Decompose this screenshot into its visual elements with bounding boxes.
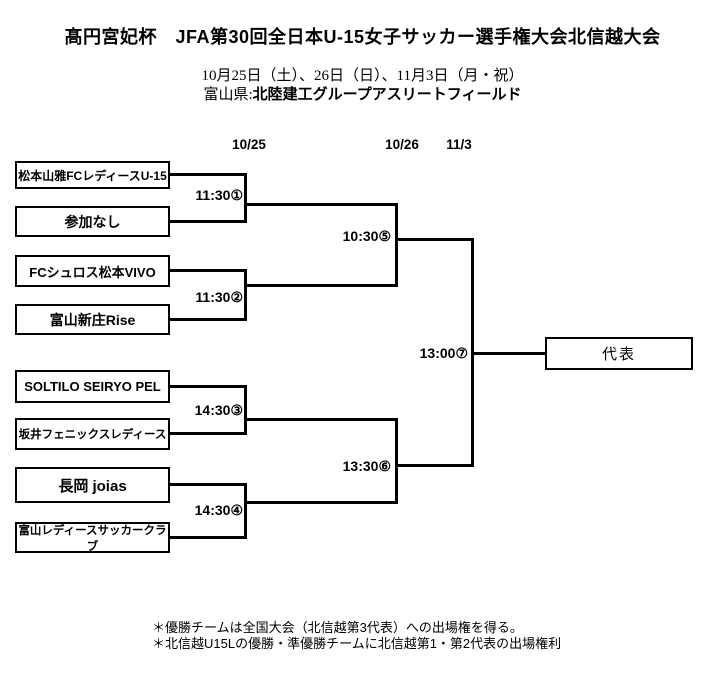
connector-line [170,269,247,272]
connector-line [244,284,398,287]
round-date-11-3: 11/3 [446,137,472,152]
connector-line [170,220,247,223]
connector-line [244,173,247,223]
event-venue: 富山県:北陸建工グループアスリートフィールド [0,83,725,104]
connector-line [170,483,247,486]
connector-line [395,238,474,241]
footnote-1: ＊優勝チームは全国大会（北信越第3代表）への出場権を得る。 [152,620,523,635]
match-label-2: 11:30② [195,289,243,305]
venue-name: 北陸建工グループアスリートフィールド [252,86,522,103]
team-box-toyama-ladies: 富山レディースサッカークラブ [15,522,170,553]
team-box-toyama-shinjo-rise: 富山新庄Rise [15,304,170,335]
connector-line [170,318,247,321]
match-label-1: 11:30① [195,187,243,203]
round-date-10-26: 10/26 [385,137,419,152]
match-label-5: 10:30⑤ [342,228,391,244]
match-label-7: 13:00⑦ [419,345,468,361]
venue-prefecture: 富山県: [203,87,253,103]
footnotes: ＊優勝チームは全国大会（北信越第3代表）への出場権を得る。 ＊北信越U15Lの優… [152,620,561,652]
team-box-nagaoka-joias: 長岡 joias [15,467,170,503]
connector-line [170,432,247,435]
match-label-4: 14:30④ [194,502,243,518]
connector-line [244,483,247,539]
connector-line [244,501,398,504]
connector-line [170,173,247,176]
team-box-matsumoto-yamaga: 松本山雅FCレディースU-15 [15,161,170,189]
page-title: 髙円宮妃杯 JFA第30回全日本U-15女子サッカー選手権大会北信越大会 [64,27,661,47]
team-box-no-entry: 参加なし [15,206,170,237]
connector-line [395,464,474,467]
team-box-fc-schloss-matsumoto: FCシュロス松本VIVO [15,255,170,287]
connector-line [244,418,398,421]
team-box-soltilo-seiryo-pel: SOLTILO SEIRYO PEL [15,370,170,403]
footnote-2: ＊北信越U15Lの優勝・準優勝チームに北信越第1・第2代表の出場権利 [152,636,562,651]
team-box-sakai-phoenix: 坂井フェニックスレディース [15,418,170,450]
match-label-6: 13:30⑥ [342,458,391,474]
connector-line [170,385,247,388]
round-date-10-25: 10/25 [232,137,266,152]
connector-line [395,418,398,504]
connector-line [170,536,247,539]
connector-line [395,203,398,287]
connector-line [244,269,247,321]
connector-line [244,385,247,435]
event-dates: 10月25日（土）、26日（日）、11月3日（月・祝） [201,68,524,84]
connector-line [244,203,398,206]
winner-box: 代表 [545,337,693,370]
match-label-3: 14:30③ [194,402,243,418]
connector-line [471,352,545,355]
